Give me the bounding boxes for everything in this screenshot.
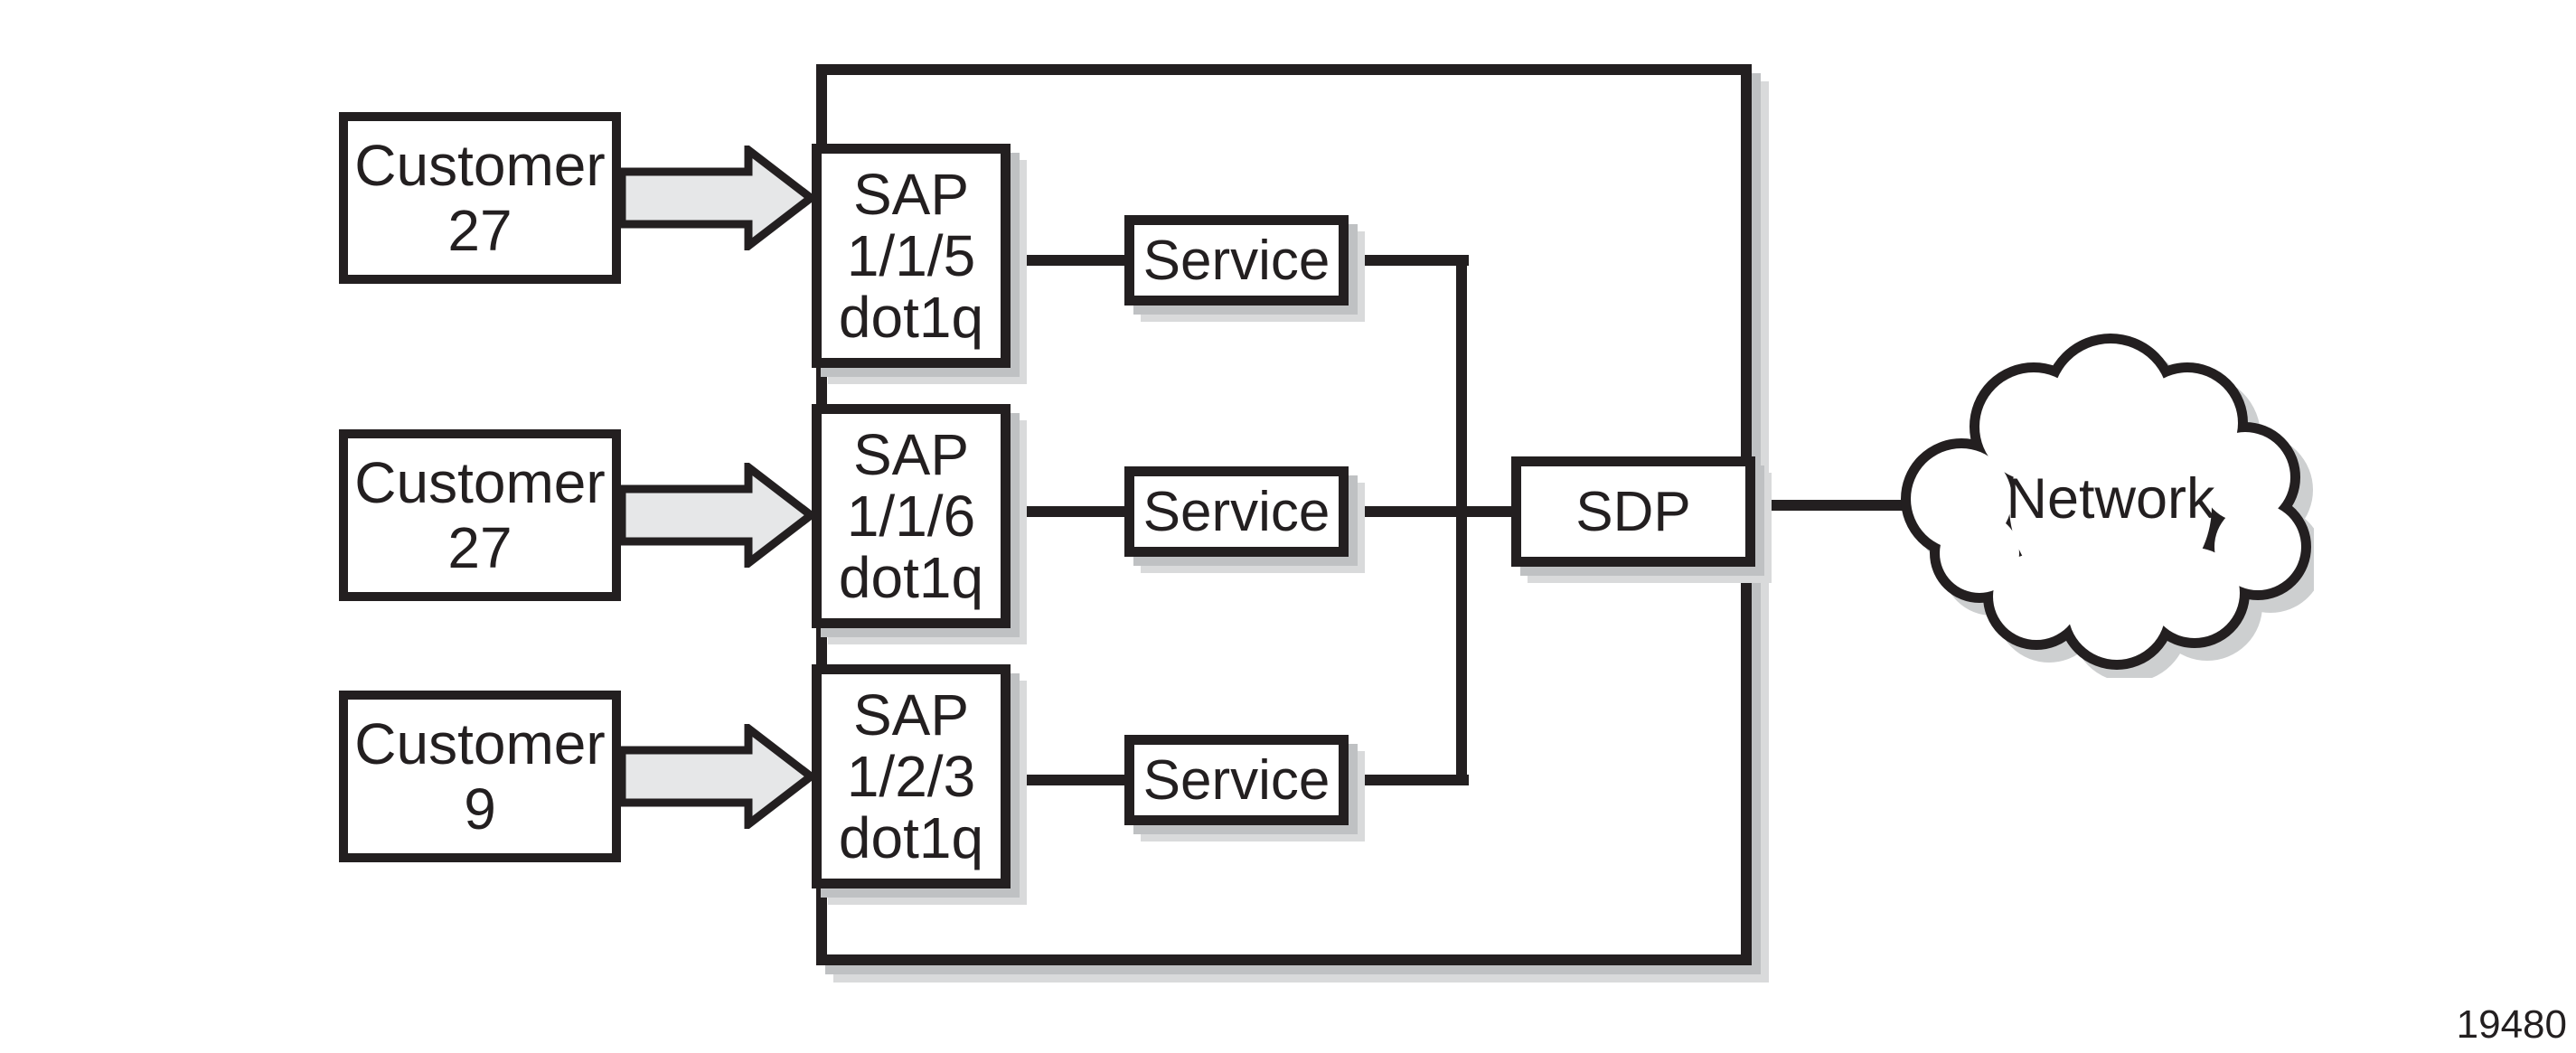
customer-id: 9	[464, 776, 496, 841]
connector-service3-bus	[1342, 775, 1469, 785]
sdp-label: SDP	[1575, 480, 1691, 543]
sap-box-1: SAP 1/1/5 dot1q	[812, 144, 1011, 368]
customer-box-2: Customer 27	[339, 429, 621, 601]
sap-port: 1/1/5	[846, 223, 976, 288]
sap-port: 1/2/3	[846, 744, 976, 809]
sap-box-2: SAP 1/1/6 dot1q	[812, 404, 1011, 628]
connector-service2-sdp	[1342, 506, 1523, 517]
service-label: Service	[1142, 748, 1330, 812]
service-box-3: Service	[1124, 735, 1349, 825]
customer-box-1: Customer 27	[339, 112, 621, 284]
flow-arrow-icon	[620, 724, 815, 829]
figure-number: 19480	[2456, 1002, 2567, 1047]
customer-box-3: Customer 9	[339, 691, 621, 862]
service-label: Service	[1142, 480, 1330, 543]
connector-service1-bus	[1342, 255, 1469, 266]
network-label: Network	[2006, 467, 2215, 531]
customer-label: Customer	[354, 711, 606, 776]
service-label: Service	[1142, 229, 1330, 292]
sap-title: SAP	[852, 162, 970, 227]
sap-encap: dot1q	[838, 285, 984, 350]
sap-encap: dot1q	[838, 805, 984, 870]
connector-sap1-service1	[1003, 255, 1130, 266]
connector-sdp-network	[1749, 500, 1921, 511]
connector-sap3-service3	[1003, 775, 1130, 785]
flow-arrow-icon	[620, 463, 815, 568]
service-box-2: Service	[1124, 466, 1349, 557]
sap-box-3: SAP 1/2/3 dot1q	[812, 664, 1011, 888]
sdp-box: SDP	[1511, 456, 1755, 567]
sap-port: 1/1/6	[846, 484, 976, 549]
sap-title: SAP	[852, 682, 970, 747]
customer-id: 27	[447, 515, 512, 580]
connector-bus-vertical	[1456, 255, 1467, 785]
customer-label: Customer	[354, 450, 606, 515]
sap-encap: dot1q	[838, 545, 984, 610]
sap-title: SAP	[852, 422, 970, 487]
connector-sap2-service2	[1003, 506, 1130, 517]
network-cloud-icon	[1901, 334, 2314, 678]
service-box-1: Service	[1124, 215, 1349, 306]
flow-arrow-icon	[620, 146, 815, 250]
customer-label: Customer	[354, 133, 606, 198]
customer-id: 27	[447, 198, 512, 263]
